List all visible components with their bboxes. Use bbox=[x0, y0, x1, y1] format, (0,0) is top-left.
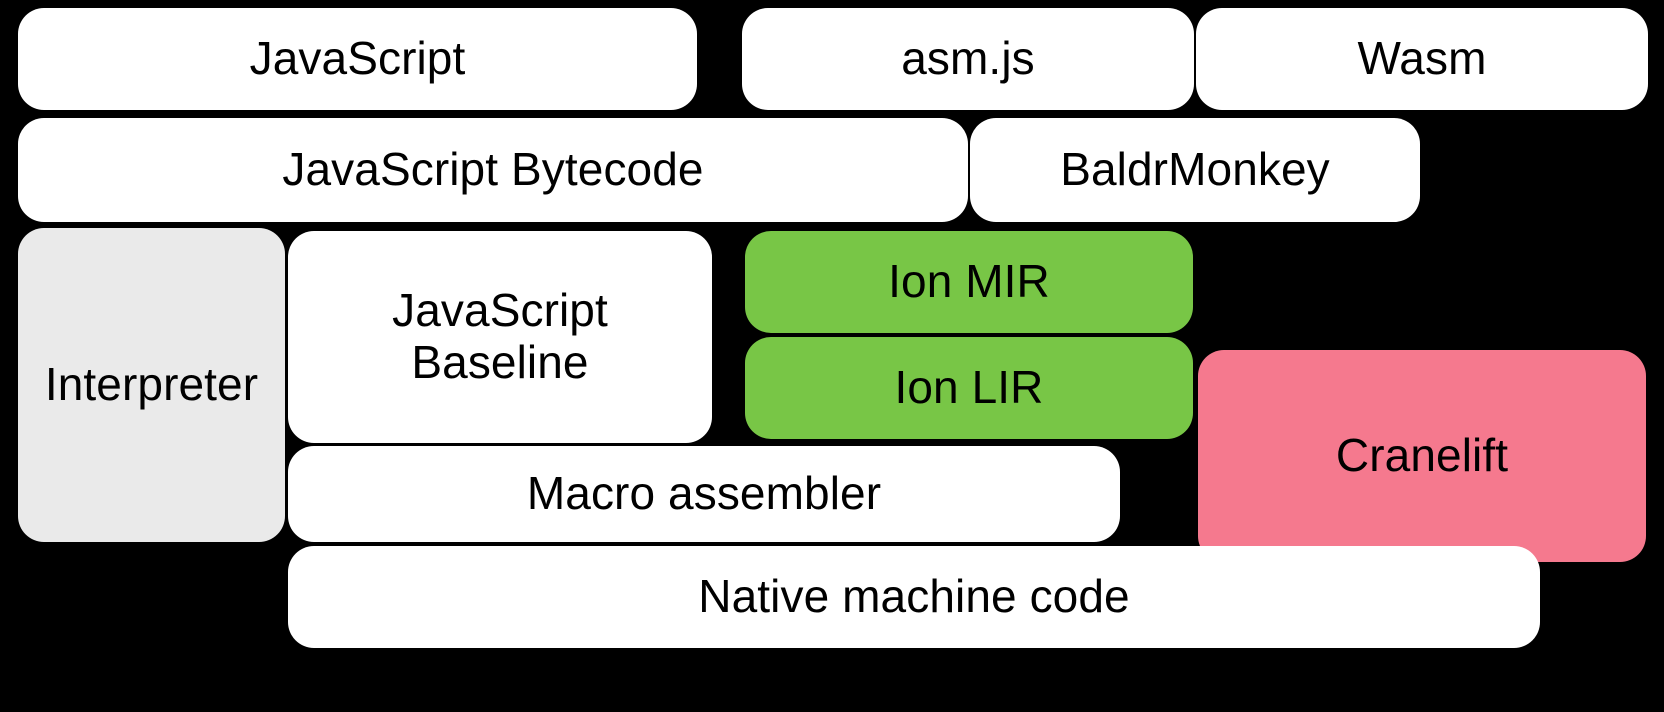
node-native-code[interactable]: Native machine code bbox=[288, 546, 1540, 648]
node-baldrmonkey[interactable]: BaldrMonkey bbox=[970, 118, 1420, 222]
node-wasm[interactable]: Wasm bbox=[1196, 8, 1648, 110]
node-interpreter[interactable]: Interpreter bbox=[18, 228, 285, 542]
node-javascript[interactable]: JavaScript bbox=[18, 8, 697, 110]
node-ion-mir[interactable]: Ion MIR bbox=[745, 231, 1193, 333]
node-js-baseline[interactable]: JavaScript Baseline bbox=[288, 231, 712, 443]
node-ion-lir[interactable]: Ion LIR bbox=[745, 337, 1193, 439]
node-asmjs[interactable]: asm.js bbox=[742, 8, 1194, 110]
node-cranelift[interactable]: Cranelift bbox=[1198, 350, 1646, 562]
node-js-bytecode[interactable]: JavaScript Bytecode bbox=[18, 118, 968, 222]
node-macro-assembler[interactable]: Macro assembler bbox=[288, 446, 1120, 542]
